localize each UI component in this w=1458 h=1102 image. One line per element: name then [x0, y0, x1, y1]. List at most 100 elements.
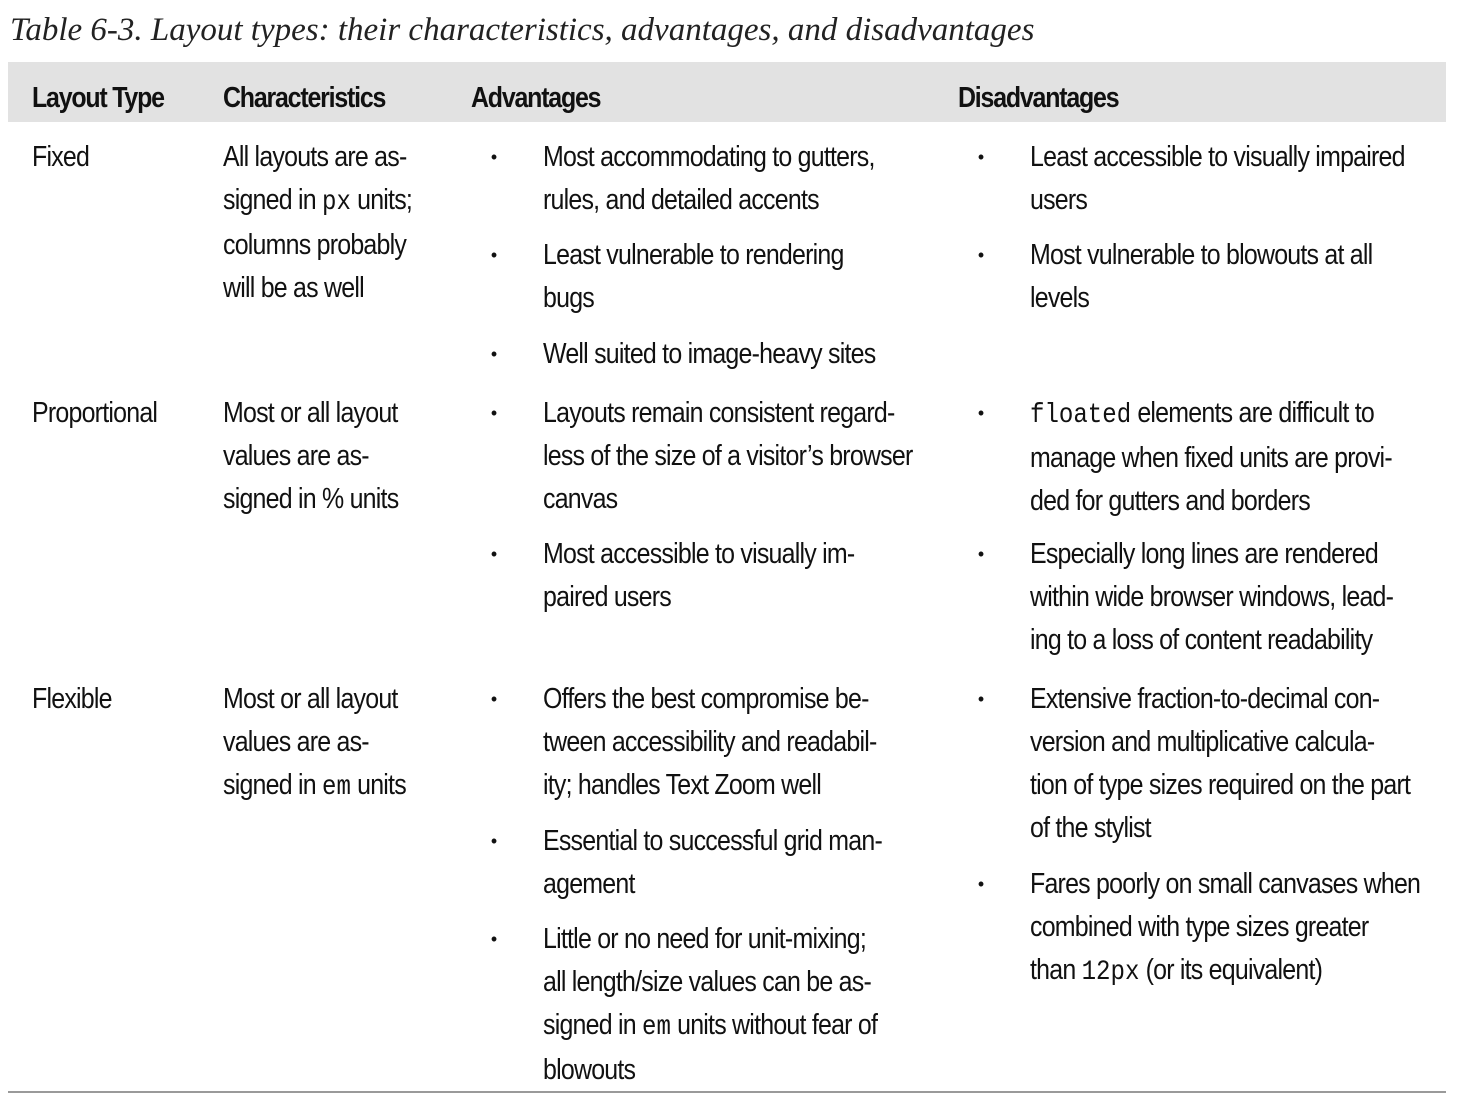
text-run: All layouts are as-	[223, 141, 407, 173]
advantage-line: all length/size values can be as-	[543, 961, 877, 1004]
characteristics-line: values are as-	[223, 721, 406, 764]
text-run: Most accommodating to gutters,	[543, 141, 875, 173]
disadvantage-line: users	[1030, 179, 1405, 222]
text-run: within wide browser windows, lead-	[1030, 581, 1394, 613]
table-bottom-rule	[8, 1091, 1446, 1093]
text-run: of the stylist	[1030, 812, 1152, 844]
disadvantage-bullet: •	[977, 874, 985, 894]
disadvantage-line: within wide browser windows, lead-	[1030, 576, 1394, 619]
text-run: Extensive fraction-to-decimal con-	[1030, 683, 1380, 715]
characteristics-line: signed in % units	[223, 478, 399, 521]
disadvantage-bullet: •	[977, 689, 985, 709]
advantage-item: Most accessible to visually im-paired us…	[543, 533, 855, 619]
advantage-bullet: •	[490, 689, 498, 709]
text-run: signed in	[223, 769, 323, 801]
disadvantage-bullet: •	[977, 245, 985, 265]
text-run: Most or all layout	[223, 397, 398, 429]
characteristics-line: values are as-	[223, 435, 398, 478]
text-run: values are as-	[223, 726, 370, 758]
text-run: all length/size values can be as-	[543, 966, 872, 998]
characteristics-cell: Most or all layout values are as-signed i…	[223, 392, 399, 521]
code-term: px	[322, 187, 351, 218]
disadvantage-line: Especially long lines are rendered	[1030, 533, 1393, 576]
text-run: levels	[1030, 282, 1090, 314]
layout-type-label: Proportional	[32, 397, 158, 429]
code-term: 12px	[1081, 957, 1140, 988]
text-run: manage when fixed units are provi-	[1030, 442, 1393, 474]
text-run: columns probably	[223, 229, 407, 261]
disadvantage-line: than 12px (or its equivalent)	[1030, 949, 1420, 994]
layout-type-label: Fixed	[32, 141, 90, 173]
layout-type-cell: Flexible	[32, 678, 113, 721]
disadvantage-line: levels	[1030, 277, 1372, 320]
advantage-line: less of the size of a visitor’s browser	[543, 435, 913, 478]
advantage-line: agement	[543, 863, 882, 906]
advantage-line: rules, and detailed accents	[543, 179, 875, 222]
advantage-line: Little or no need for unit-mixing;	[543, 918, 877, 961]
disadvantage-bullet: •	[977, 403, 985, 423]
text-run: units	[350, 769, 407, 801]
code-term: floated	[1030, 400, 1132, 431]
text-run: canvas	[543, 483, 618, 515]
text-run: Fares poorly on small canvases when	[1030, 868, 1421, 900]
text-run: signed in	[223, 184, 323, 216]
disadvantage-item: Fares poorly on small canvases when combi…	[1030, 863, 1421, 994]
text-run: values are as-	[223, 440, 370, 472]
layout-type-label: Flexible	[32, 683, 113, 715]
text-run: units without fear of	[670, 1009, 878, 1041]
disadvantage-bullet: •	[977, 544, 985, 564]
table-header-band	[8, 62, 1446, 122]
disadvantage-item: Most vulnerable to blowouts at all levels	[1030, 234, 1373, 320]
layout-type-cell: Fixed	[32, 136, 90, 179]
code-term: em	[322, 772, 351, 803]
text-run: ded for gutters and borders	[1030, 485, 1311, 517]
advantage-bullet: •	[490, 403, 498, 423]
advantage-line: canvas	[543, 478, 912, 521]
characteristics-line: will be as well	[223, 267, 412, 310]
column-header-disadvantages: Disadvantages	[958, 82, 1120, 114]
advantage-item: Layouts remain consistent regard-less of…	[543, 392, 913, 521]
text-run: rules, and detailed accents	[543, 184, 820, 216]
advantage-line: Essential to successful grid man-	[543, 820, 883, 863]
advantage-bullet: •	[490, 245, 498, 265]
characteristics-line: signed in em units	[223, 764, 407, 809]
layout-type-cell: Proportional	[32, 392, 158, 435]
text-run: will be as well	[223, 272, 365, 304]
text-run: tion of type sizes required on the part	[1030, 769, 1411, 801]
disadvantage-line: Extensive fraction-to-decimal con-	[1030, 678, 1410, 721]
disadvantage-line: floated elements are difficult to	[1030, 392, 1392, 437]
characteristics-line: Most or all layout	[223, 392, 398, 435]
text-run: Offers the best compromise be-	[543, 683, 869, 715]
advantage-line: Most accessible to visually im-	[543, 533, 855, 576]
text-run: ity; handles Text Zoom well	[543, 769, 822, 801]
disadvantage-line: of the stylist	[1030, 807, 1410, 850]
disadvantage-line: combined with type sizes greater	[1030, 906, 1420, 949]
disadvantage-item: floated elements are difficult to manage …	[1030, 392, 1393, 523]
text-run: Little or no need for unit-mixing;	[543, 923, 867, 955]
advantage-line: Layouts remain consistent regard-	[543, 392, 912, 435]
characteristics-line: columns probably	[223, 224, 412, 267]
advantage-item: Offers the best compromise be-tween acce…	[543, 678, 877, 807]
column-header-layout-type: Layout Type	[32, 82, 165, 114]
text-run: Well suited to image-heavy sites	[543, 338, 876, 370]
text-run: signed in % units	[223, 483, 399, 515]
advantage-line: ity; handles Text Zoom well	[543, 764, 877, 807]
text-run: Most vulnerable to blowouts at all	[1030, 239, 1373, 271]
text-run: version and multiplicative calcula-	[1030, 726, 1375, 758]
text-run: ing to a loss of content readability	[1030, 624, 1373, 656]
advantage-item: Essential to successful grid man-agement	[543, 820, 883, 906]
text-run: Essential to successful grid man-	[543, 825, 883, 857]
advantage-bullet: •	[490, 929, 498, 949]
table-caption: Table 6-3. Layout types: their character…	[10, 12, 1035, 48]
advantage-line: Offers the best compromise be-	[543, 678, 877, 721]
disadvantage-line: tion of type sizes required on the part	[1030, 764, 1411, 807]
disadvantage-item: Especially long lines are rendered within…	[1030, 533, 1394, 662]
text-run: Most accessible to visually im-	[543, 538, 855, 570]
text-run: Layouts remain consistent regard-	[543, 397, 895, 429]
text-run: users	[1030, 184, 1088, 216]
text-run: Most or all layout	[223, 683, 398, 715]
characteristics-line: signed in px units;	[223, 179, 413, 224]
text-run: tween accessibility and readabil-	[543, 726, 877, 758]
disadvantage-item: Extensive fraction-to-decimal con-versio…	[1030, 678, 1411, 850]
